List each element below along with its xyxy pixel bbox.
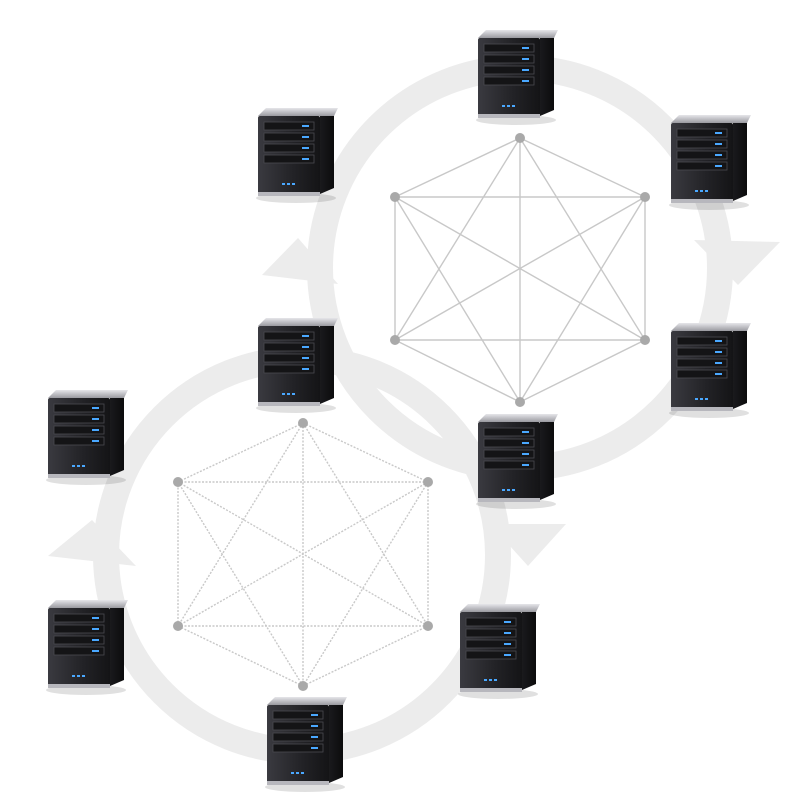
mesh-node [390,192,400,202]
mesh-node [515,397,525,407]
server-icon [45,599,129,696]
mesh-node [298,418,308,428]
ring-arrow-icon [48,520,136,566]
upper-mesh-nodes [390,133,650,407]
ring-arrows [48,238,780,566]
server-icon [45,389,129,486]
ring-arrow-icon [694,240,780,285]
server-icon [668,114,752,211]
lower-mesh-nodes [173,418,433,691]
mesh-node [298,681,308,691]
upper-mesh [394,137,646,403]
server-icon [475,29,559,126]
mesh-node [515,133,525,143]
server-icon [255,317,339,414]
mesh-node [173,477,183,487]
mesh-node [173,621,183,631]
mesh-node [423,621,433,631]
server-icon [264,696,348,793]
mesh-node [390,335,400,345]
server-icon [668,322,752,419]
server-icon [457,603,541,700]
mesh-node [640,192,650,202]
server-icon [475,413,559,510]
lower-ring [93,346,511,764]
ring-arrow-icon [490,524,566,566]
mesh-node [640,335,650,345]
ring-arrow-icon [262,238,338,284]
mesh-node [423,477,433,487]
ring-layer [93,55,733,764]
server-icon [255,107,339,204]
lower-mesh [177,422,429,687]
